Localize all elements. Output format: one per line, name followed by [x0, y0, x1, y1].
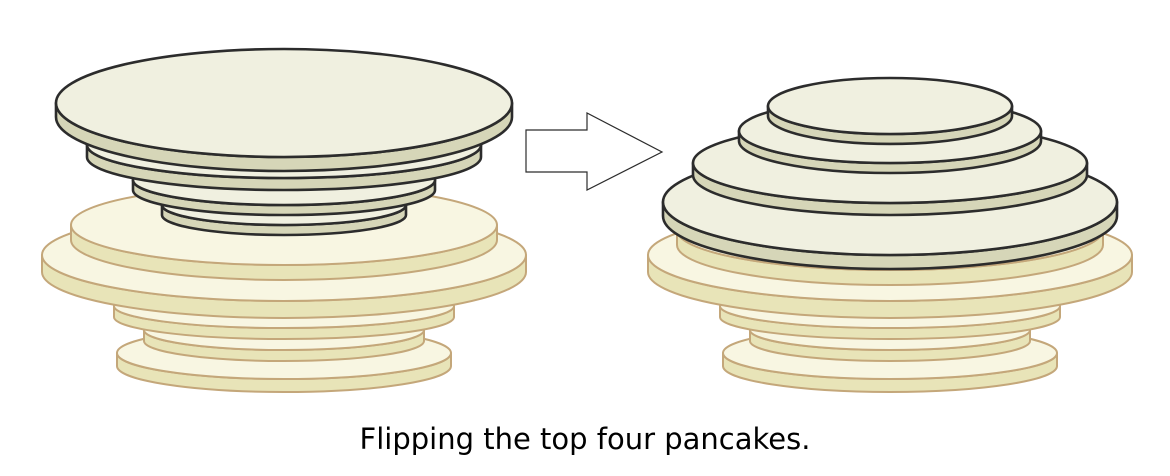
flip-arrow	[525, 112, 664, 191]
stack-after-flip	[647, 76, 1133, 393]
pancake-after-top-4	[766, 76, 1014, 146]
figure-caption: Flipping the top four pancakes.	[359, 422, 811, 456]
stack-before-flip	[41, 47, 527, 393]
pancake-before-top-1-top	[54, 47, 514, 159]
pancake-after-top-4-top	[766, 76, 1014, 136]
right-arrow-icon	[525, 112, 664, 191]
pancake-flip-diagram	[41, 47, 1133, 393]
pancake-before-top-1	[54, 47, 514, 173]
